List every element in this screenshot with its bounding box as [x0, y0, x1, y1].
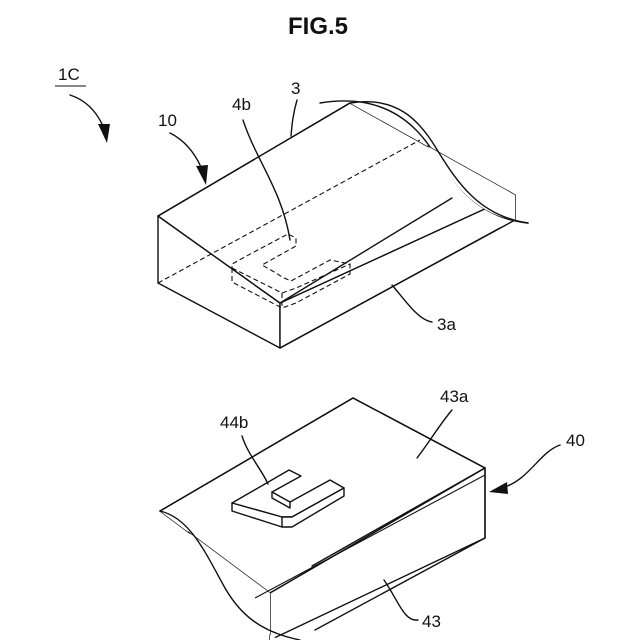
leader-lead — [291, 100, 297, 136]
label-1c-group: 1C — [55, 65, 110, 143]
label-lead: 3 — [291, 79, 300, 98]
label-assembly: 1C — [58, 65, 80, 84]
leader-upper-unit — [170, 133, 201, 167]
label-terminal-pattern-lower: 44b — [220, 413, 248, 432]
label-lead-face: 3a — [437, 315, 456, 334]
label-terminal-pattern-upper: 4b — [232, 95, 251, 114]
arrowhead-upper-unit — [196, 165, 208, 185]
label-lower-unit: 40 — [566, 431, 585, 450]
figure-title: FIG.5 — [288, 13, 348, 40]
leader-lower-unit — [505, 445, 560, 487]
label-upper-unit: 10 — [158, 111, 177, 130]
label-substrate-top: 43a — [440, 387, 469, 406]
label-substrate: 43 — [422, 612, 441, 631]
leader-assembly — [70, 95, 103, 126]
arrowhead-lower-unit — [489, 482, 508, 494]
arrowhead-assembly — [98, 124, 110, 143]
leader-substrate — [384, 580, 418, 620]
leader-lead-face — [392, 285, 432, 322]
lower-unit: 44b 43a 40 43 — [160, 387, 585, 640]
upper-unit: 10 4b 3 3a — [158, 79, 528, 348]
